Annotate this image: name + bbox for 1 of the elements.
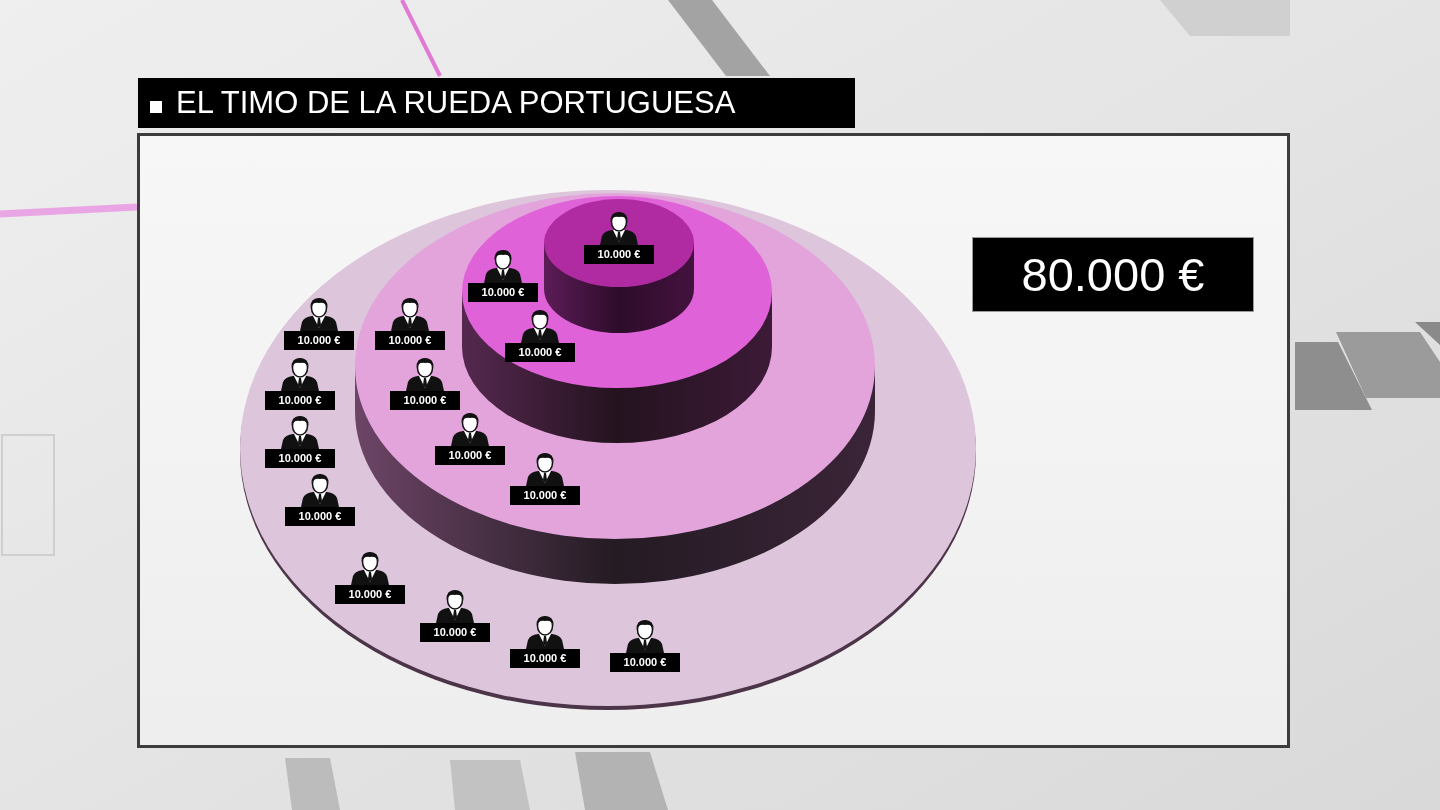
title: EL TIMO DE LA RUEDA PORTUGUESA — [176, 85, 736, 121]
